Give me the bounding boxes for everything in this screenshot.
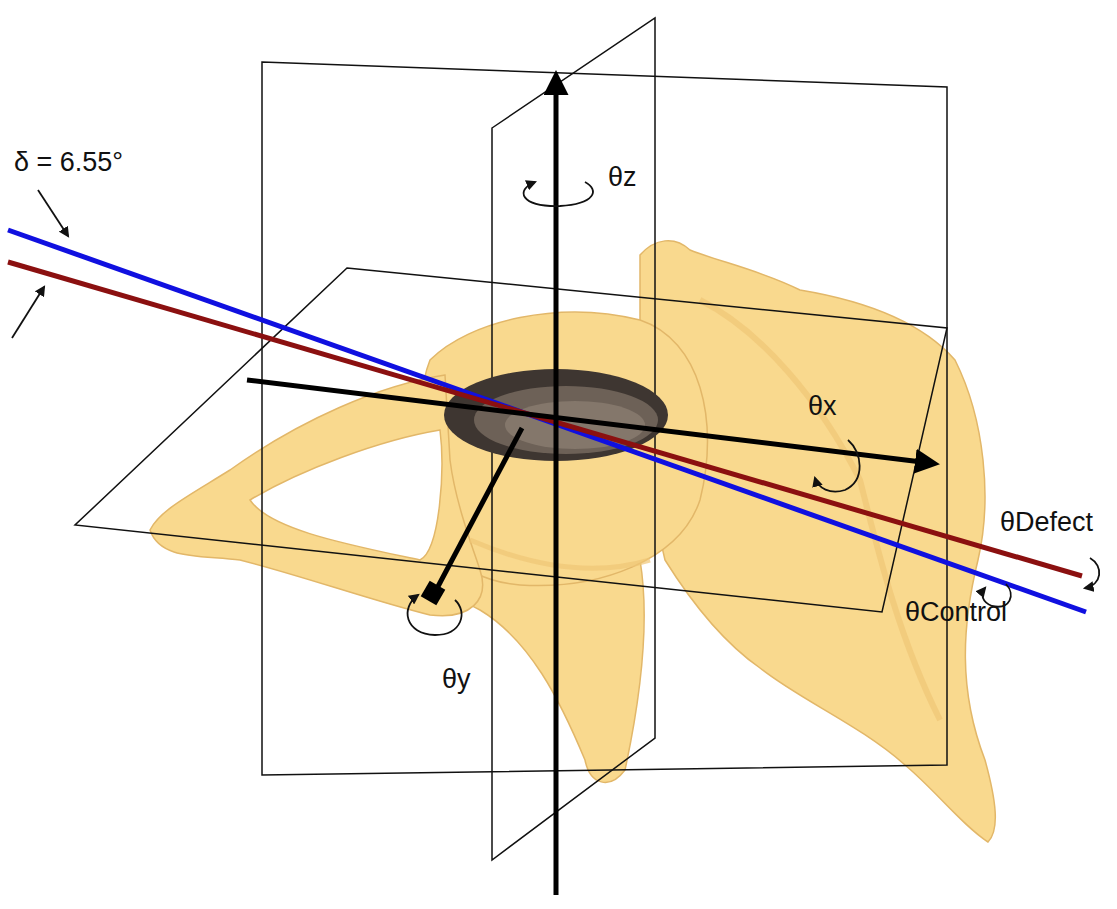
control-axis <box>8 230 1086 612</box>
obturator-foramen <box>250 430 442 560</box>
rotation-label: θDefect <box>1000 508 1093 538</box>
rotation-arrow <box>408 182 1100 635</box>
angle-dimension: δ = 6.55° <box>14 148 123 178</box>
rotation-label: θy <box>442 665 471 695</box>
axis-end <box>421 581 446 606</box>
defect-axis <box>8 262 1082 576</box>
coordinate-axes <box>247 80 930 895</box>
rotation-label: θx <box>808 392 837 422</box>
bone-shading <box>700 300 940 720</box>
rotation-label: θz <box>608 163 637 193</box>
bone-shading <box>470 540 650 568</box>
rotation-label: θControl <box>905 598 1007 628</box>
leader-arrow <box>12 190 68 338</box>
pelvis-bone <box>150 241 995 842</box>
reference-planes <box>75 18 947 860</box>
